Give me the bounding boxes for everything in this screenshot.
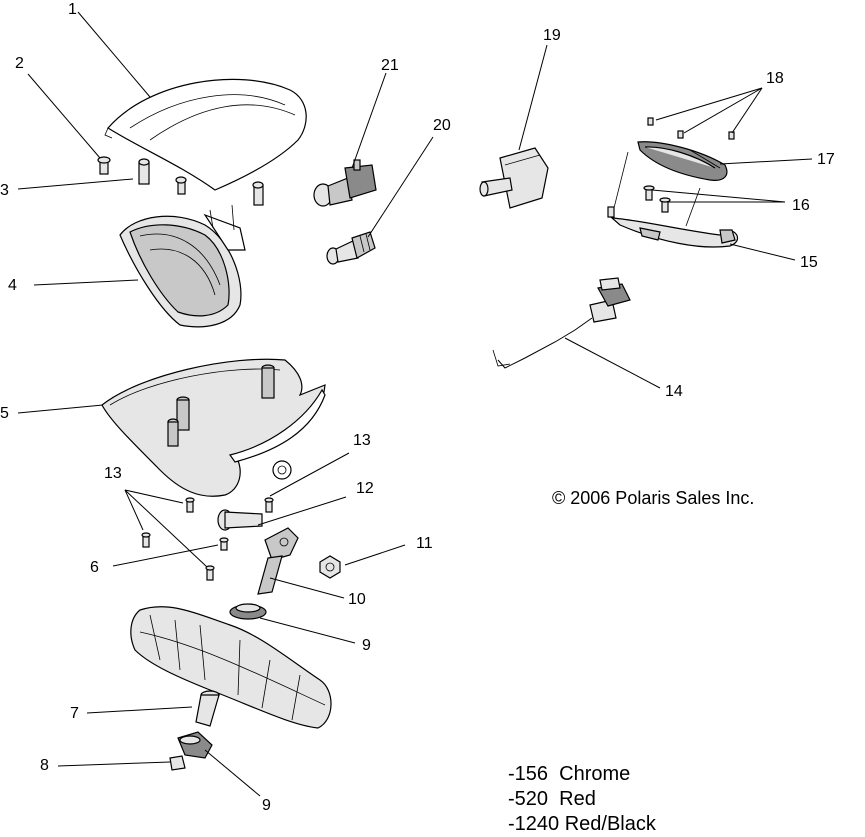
part-15-base — [607, 206, 739, 248]
callout-13-right: 13 — [353, 432, 371, 449]
part-12-bolt — [217, 509, 263, 531]
part-13-screw-right — [264, 497, 274, 513]
callout-8: 8 — [40, 757, 49, 774]
part-20-bulb — [326, 231, 376, 265]
callout-12: 12 — [356, 480, 374, 497]
copyright-notice: © 2006 Polaris Sales Inc. — [552, 488, 755, 508]
fastener-c — [205, 565, 215, 581]
callout-17: 17 — [817, 151, 835, 168]
callout-2: 2 — [15, 55, 24, 72]
part-14-wire-harness — [492, 277, 631, 369]
handlebar-clamp — [130, 606, 332, 729]
part-5-headlight-housing — [101, 358, 326, 497]
callout-9-lower: 9 — [262, 797, 271, 814]
callout-5: 5 — [0, 405, 9, 422]
fastener-a — [175, 176, 187, 195]
part-16-fasteners — [643, 185, 671, 213]
callout-3: 3 — [0, 182, 9, 199]
leader-lines — [17, 11, 813, 797]
callout-21: 21 — [381, 57, 399, 74]
part-4-headlight-lens — [119, 204, 246, 328]
callout-labels: 1 2 3 4 5 6 7 8 9 9 10 11 12 13 13 14 15… — [0, 1, 835, 814]
callout-11: 11 — [416, 535, 433, 552]
callout-7: 7 — [70, 705, 79, 722]
part-2-screw — [97, 156, 111, 175]
part-7-sleeve — [195, 690, 220, 727]
callout-6: 6 — [90, 559, 99, 576]
callout-1: 1 — [68, 1, 77, 18]
part-13-screw-left — [141, 532, 151, 548]
part-6-screw — [219, 537, 229, 551]
color-variant-legend: -156 Chrome -520 Red -1240 Red/Black — [508, 762, 656, 837]
callout-10: 10 — [348, 591, 366, 608]
legend-item-red-black: -1240 Red/Black — [508, 813, 656, 835]
part-18-screws — [647, 117, 735, 140]
legend-item-chrome: -156 Chrome — [508, 763, 631, 785]
part-17-lens — [637, 141, 728, 181]
callout-9-upper: 9 — [362, 637, 371, 654]
callout-19: 19 — [543, 27, 561, 44]
fastener-b — [252, 181, 264, 206]
callout-14: 14 — [665, 383, 683, 400]
callout-4: 4 — [8, 277, 17, 294]
part-13-screw-mid — [185, 497, 195, 513]
callout-16: 16 — [792, 197, 810, 214]
part-19-bulb-large — [479, 147, 549, 209]
part-11-nut — [319, 555, 341, 579]
part-3-standoff — [138, 158, 150, 185]
legend-item-red: -520 Red — [508, 788, 596, 810]
part-1-headlight-cover — [104, 78, 307, 191]
callout-20: 20 — [433, 117, 451, 134]
part-9-grommet-upper — [229, 603, 267, 620]
callout-13-left: 13 — [104, 465, 122, 482]
callout-18: 18 — [766, 70, 784, 87]
part-10-bracket — [257, 527, 299, 595]
part-8-cap — [169, 755, 186, 771]
callout-15: 15 — [800, 254, 818, 271]
part-21-bulb-socket — [313, 159, 377, 207]
part-9-grommet-lower — [177, 731, 213, 759]
